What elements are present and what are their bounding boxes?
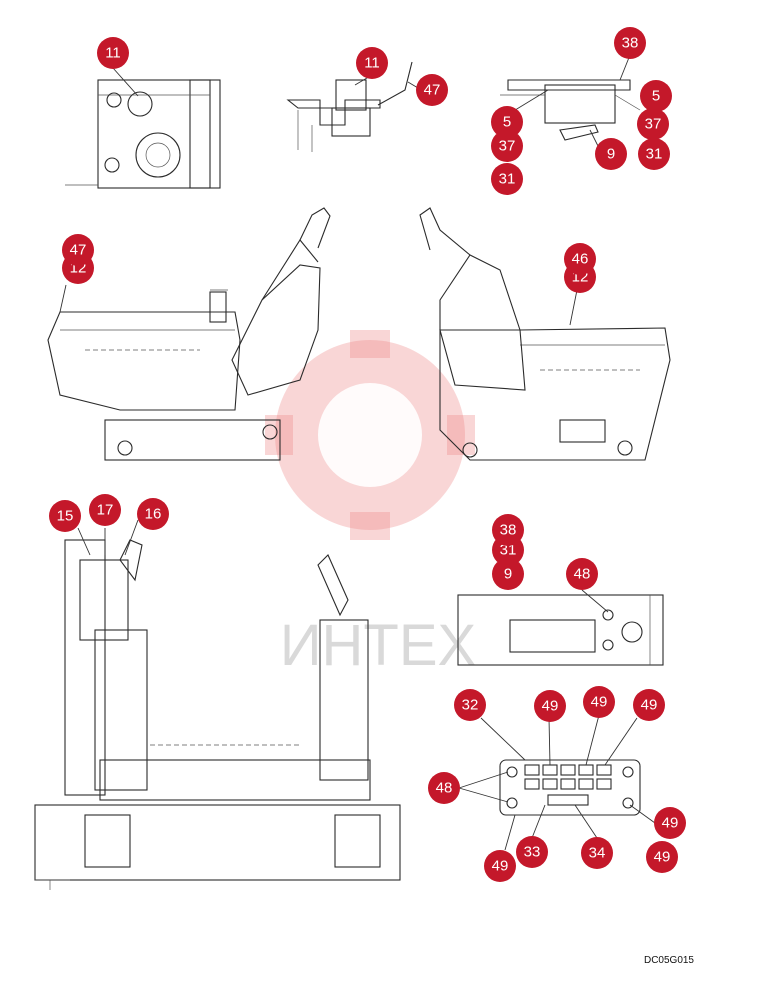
watermark-text: ИНТЕХ	[280, 613, 476, 678]
svg-text:16: 16	[145, 506, 162, 523]
callout-49-plate-e: 49	[646, 841, 678, 873]
callout-49-plate-d: 49	[654, 807, 686, 839]
view-switch-box	[457, 594, 664, 666]
svg-text:48: 48	[574, 566, 591, 583]
svg-text:38: 38	[622, 35, 639, 52]
callout-32-plate: 32	[454, 689, 486, 721]
callout-5-top-right-b: 5	[491, 106, 523, 138]
svg-text:49: 49	[654, 849, 671, 866]
svg-text:47: 47	[70, 242, 87, 259]
svg-text:49: 49	[591, 694, 608, 711]
svg-text:31: 31	[500, 542, 517, 559]
svg-text:49: 49	[492, 858, 509, 875]
svg-text:49: 49	[542, 698, 559, 715]
callout-5-top-right-a: 5	[640, 80, 672, 112]
svg-text:32: 32	[462, 697, 479, 714]
svg-text:47: 47	[424, 82, 441, 99]
view-front	[34, 539, 401, 890]
svg-text:9: 9	[607, 146, 615, 163]
svg-text:17: 17	[97, 502, 114, 519]
svg-text:37: 37	[645, 116, 662, 133]
svg-text:48: 48	[436, 780, 453, 797]
view-bracket	[286, 61, 413, 152]
svg-text:31: 31	[646, 146, 663, 163]
svg-text:5: 5	[503, 114, 511, 131]
callout-33-plate: 33	[516, 836, 548, 868]
callout-17-front: 17	[89, 494, 121, 526]
callout-9-top-right: 9	[595, 138, 627, 170]
svg-text:11: 11	[105, 45, 121, 62]
svg-text:37: 37	[499, 138, 516, 155]
callout-49-plate-f: 49	[484, 850, 516, 882]
callout-48-plate: 48	[428, 772, 460, 804]
callout-46-right-console: 46	[564, 243, 596, 275]
svg-text:9: 9	[504, 566, 512, 583]
callout-47-left-console: 47	[62, 234, 94, 266]
callout-11-top-left: 11	[97, 37, 129, 69]
svg-text:38: 38	[500, 522, 517, 539]
callout-37-top-right-a: 37	[637, 108, 669, 140]
callout-49-plate-c: 49	[633, 689, 665, 721]
svg-text:46: 46	[572, 251, 589, 268]
svg-text:34: 34	[589, 845, 606, 862]
view-switch-plate	[499, 759, 641, 816]
callout-31-top-right-b: 31	[491, 163, 523, 195]
watermark-logo: ИНТЕХ	[265, 330, 476, 678]
callout-37-top-right-b: 37	[491, 130, 523, 162]
callout-49-plate-b: 49	[583, 686, 615, 718]
callout-15-front: 15	[49, 500, 81, 532]
svg-text:33: 33	[524, 844, 541, 861]
callout-11-bracket: 11	[356, 47, 388, 79]
svg-text:11: 11	[364, 55, 380, 72]
view-top-left-panel	[65, 79, 221, 189]
callout-16-front: 16	[137, 498, 169, 530]
view-right-console	[419, 207, 671, 461]
callout-49-plate-a: 49	[534, 690, 566, 722]
callout-38-stack: 38	[492, 514, 524, 546]
drawing-code-label: DC05G015	[643, 955, 694, 966]
view-left-console	[47, 207, 331, 461]
callout-34-plate: 34	[581, 837, 613, 869]
svg-text:15: 15	[57, 508, 74, 525]
svg-text:5: 5	[652, 88, 660, 105]
svg-text:49: 49	[662, 815, 679, 832]
callout-9-stack: 9	[492, 558, 524, 590]
view-top-right-bracket	[500, 79, 641, 141]
callout-31-top-right-a: 31	[638, 138, 670, 170]
callout-48-switch-box: 48	[566, 558, 598, 590]
svg-text:49: 49	[641, 697, 658, 714]
callout-47-bracket: 47	[416, 74, 448, 106]
svg-text:31: 31	[499, 171, 516, 188]
callout-38-top-right: 38	[614, 27, 646, 59]
